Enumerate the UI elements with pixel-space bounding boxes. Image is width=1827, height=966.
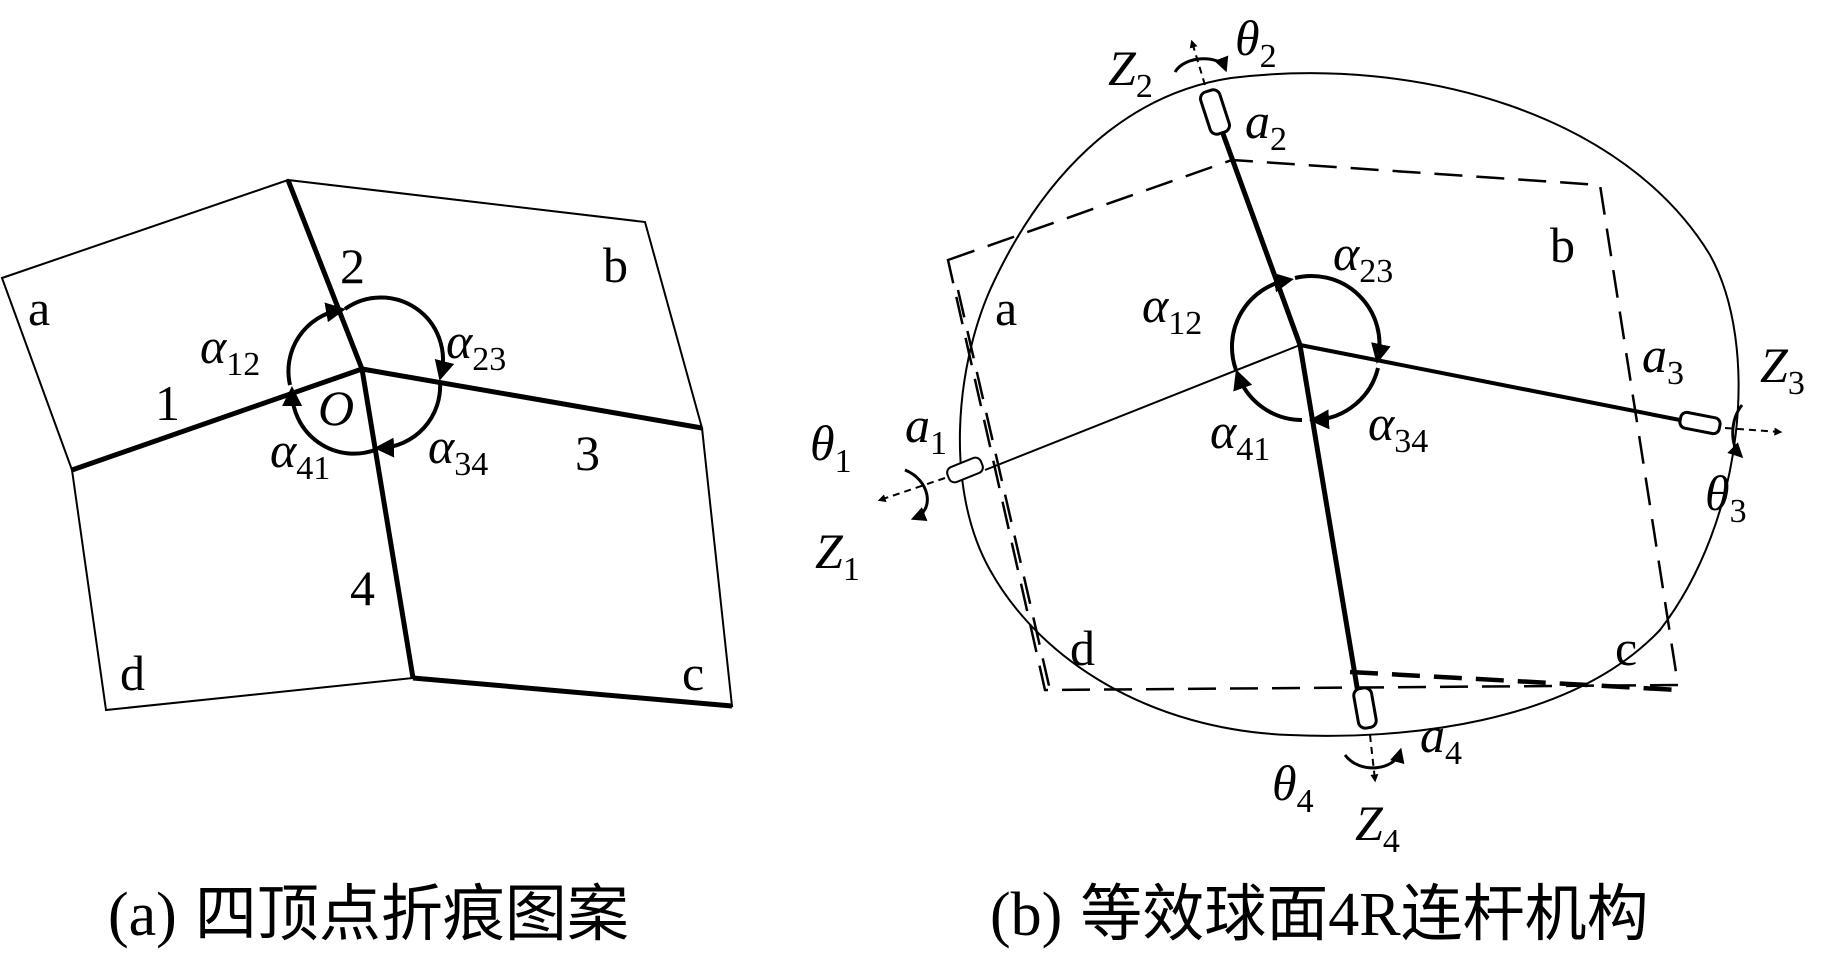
- link-a4: [1297, 344, 1363, 706]
- rotation-theta3: [1727, 404, 1744, 459]
- crease-2: [285, 179, 365, 370]
- theta3-label: θ3: [1705, 465, 1747, 530]
- region-c-label-b: c: [1615, 620, 1637, 676]
- angle-alpha34-b: α34: [1368, 395, 1428, 460]
- crease-3-label: 3: [575, 425, 600, 481]
- axis-z4: [1369, 734, 1379, 783]
- panel-b-spherical-linkage: a b c d α12 α23 α34 α41 a1 a2 a3 a4 Z1 Z…: [810, 10, 1805, 860]
- axis-z1: [877, 477, 946, 502]
- dashed-left-inner: [956, 289, 1052, 691]
- link-a2-label: a2: [1245, 93, 1287, 158]
- crease-2-label: 2: [340, 238, 365, 294]
- theta2-label: θ2: [1235, 10, 1277, 75]
- joint-2-cylinder: [1199, 88, 1231, 136]
- joint-3-cylinder: [1678, 410, 1722, 436]
- rotation-theta2: [1173, 55, 1229, 73]
- link-a2: [1215, 119, 1303, 346]
- angle-alpha23-b: α23: [1333, 225, 1393, 290]
- crease-3: [361, 366, 703, 431]
- theta1-label: θ1: [810, 415, 852, 480]
- axis-z2-label: Z2: [1108, 40, 1153, 105]
- angle-alpha34-a: α34: [428, 418, 488, 483]
- link-a3: [1299, 343, 1681, 422]
- angle-alpha12-b: α12: [1142, 277, 1202, 342]
- angle-alpha41-b: α41: [1210, 403, 1270, 468]
- axis-z4-label: Z4: [1355, 795, 1400, 860]
- rotation-theta1: [904, 468, 929, 522]
- axis-z1-label: Z1: [815, 523, 860, 588]
- region-a-label: a: [28, 280, 50, 336]
- edge-c-bottom: [412, 675, 733, 709]
- crease-1: [71, 366, 363, 473]
- theta4-label: θ4: [1272, 755, 1314, 820]
- rotation-theta4: [1343, 747, 1405, 770]
- sphere-outline: [958, 72, 1740, 737]
- vertex-o-label: O: [318, 380, 354, 436]
- region-b-label-b: b: [1550, 217, 1575, 273]
- angle-alpha12-a: α12: [200, 318, 260, 383]
- region-d-label-b: d: [1070, 620, 1095, 676]
- axis-z2: [1189, 39, 1206, 86]
- angle-alpha41-a: α41: [270, 422, 330, 487]
- crease-1-label: 1: [155, 375, 180, 431]
- region-d-label: d: [120, 645, 145, 701]
- link-a1: [984, 344, 1301, 471]
- crease-4: [359, 368, 416, 679]
- crease-4-label: 4: [350, 560, 375, 616]
- region-b-label: b: [603, 237, 628, 293]
- panel-a-crease-pattern: a b c d 1 2 3 4 O α12 α23 α34 α41: [0, 178, 734, 712]
- angle-arcs-b: [1230, 272, 1391, 430]
- axis-z3-label: Z3: [1760, 337, 1805, 402]
- angle-alpha23-a: α23: [446, 313, 506, 378]
- region-c-outline: [360, 367, 734, 708]
- angle-arcs-a: [282, 295, 455, 458]
- link-a4-label: a4: [1420, 707, 1462, 772]
- joint-1-cylinder: [946, 456, 984, 484]
- region-a-label-b: a: [995, 280, 1017, 336]
- link-a1-label: a1: [905, 397, 947, 462]
- joint-4-cylinder: [1352, 686, 1378, 730]
- caption-b: (b)等效球面4R连杆机构: [990, 881, 1649, 949]
- link-a3-label: a3: [1642, 327, 1684, 392]
- region-c-label: c: [682, 645, 704, 701]
- dashed-bottom-thick: [1349, 669, 1679, 693]
- axis-z3: [1724, 427, 1783, 436]
- caption-a: (a)四顶点折痕图案: [108, 881, 629, 949]
